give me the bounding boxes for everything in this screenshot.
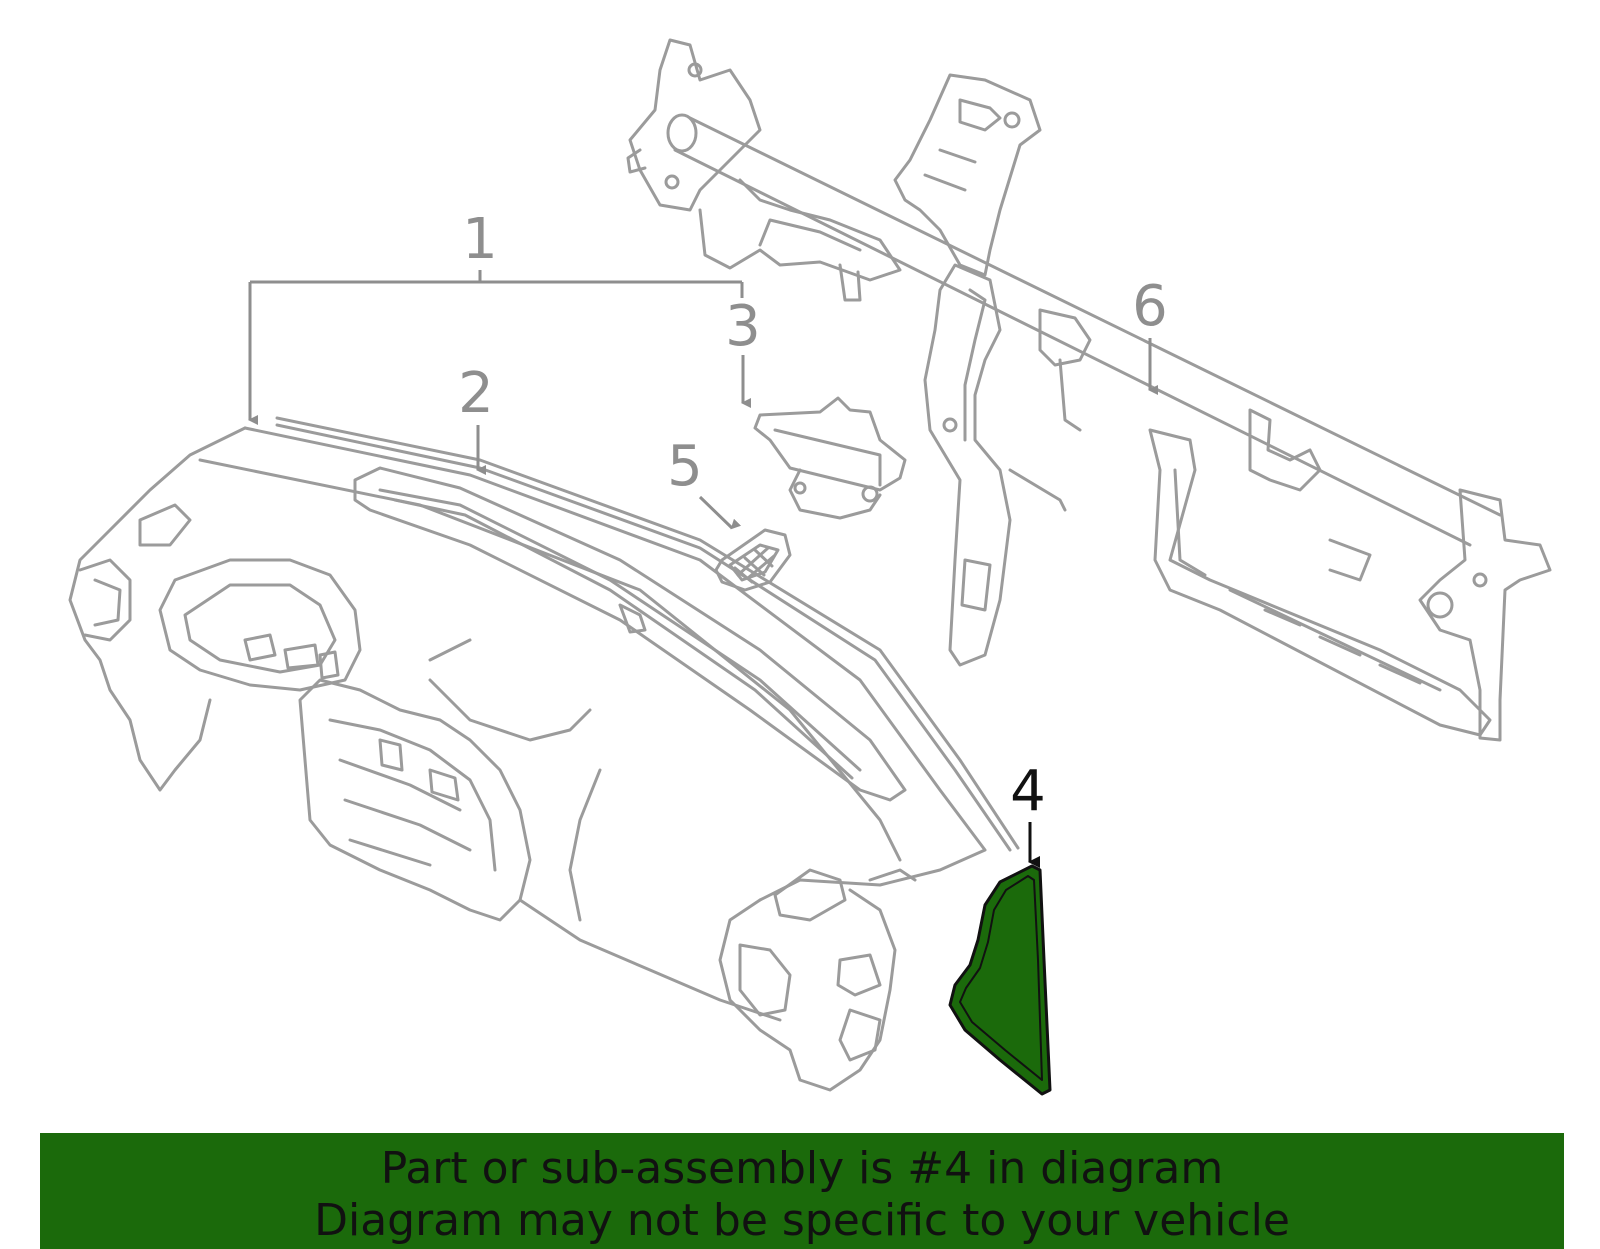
callout-2-label: 2 — [458, 361, 494, 426]
banner-line-2: Diagram may not be specific to your vehi… — [314, 1195, 1290, 1246]
callout-1-label: 1 — [462, 207, 498, 272]
callout-4-label: 4 — [1010, 759, 1046, 824]
callout-group-5: 5 — [667, 434, 742, 530]
callout-group-6: 6 — [1132, 274, 1168, 395]
callout-3-label: 3 — [725, 294, 761, 359]
callout-group-2: 2 — [458, 361, 494, 475]
instrument-panel — [68, 416, 1020, 1092]
banner-line-1: Part or sub-assembly is #4 in diagram — [380, 1143, 1224, 1194]
control-module — [753, 396, 907, 520]
info-banner: Part or sub-assembly is #4 in diagram Di… — [40, 1133, 1564, 1249]
callout-group-4: 4 — [1010, 759, 1046, 868]
callout-5-label: 5 — [667, 434, 703, 499]
callout-6-label: 6 — [1132, 274, 1168, 339]
callout-group-3: 3 — [725, 294, 761, 408]
highlighted-part-4 — [948, 864, 1052, 1096]
callout-group-1: 1 — [248, 207, 744, 425]
cross-car-beam — [626, 38, 1552, 742]
